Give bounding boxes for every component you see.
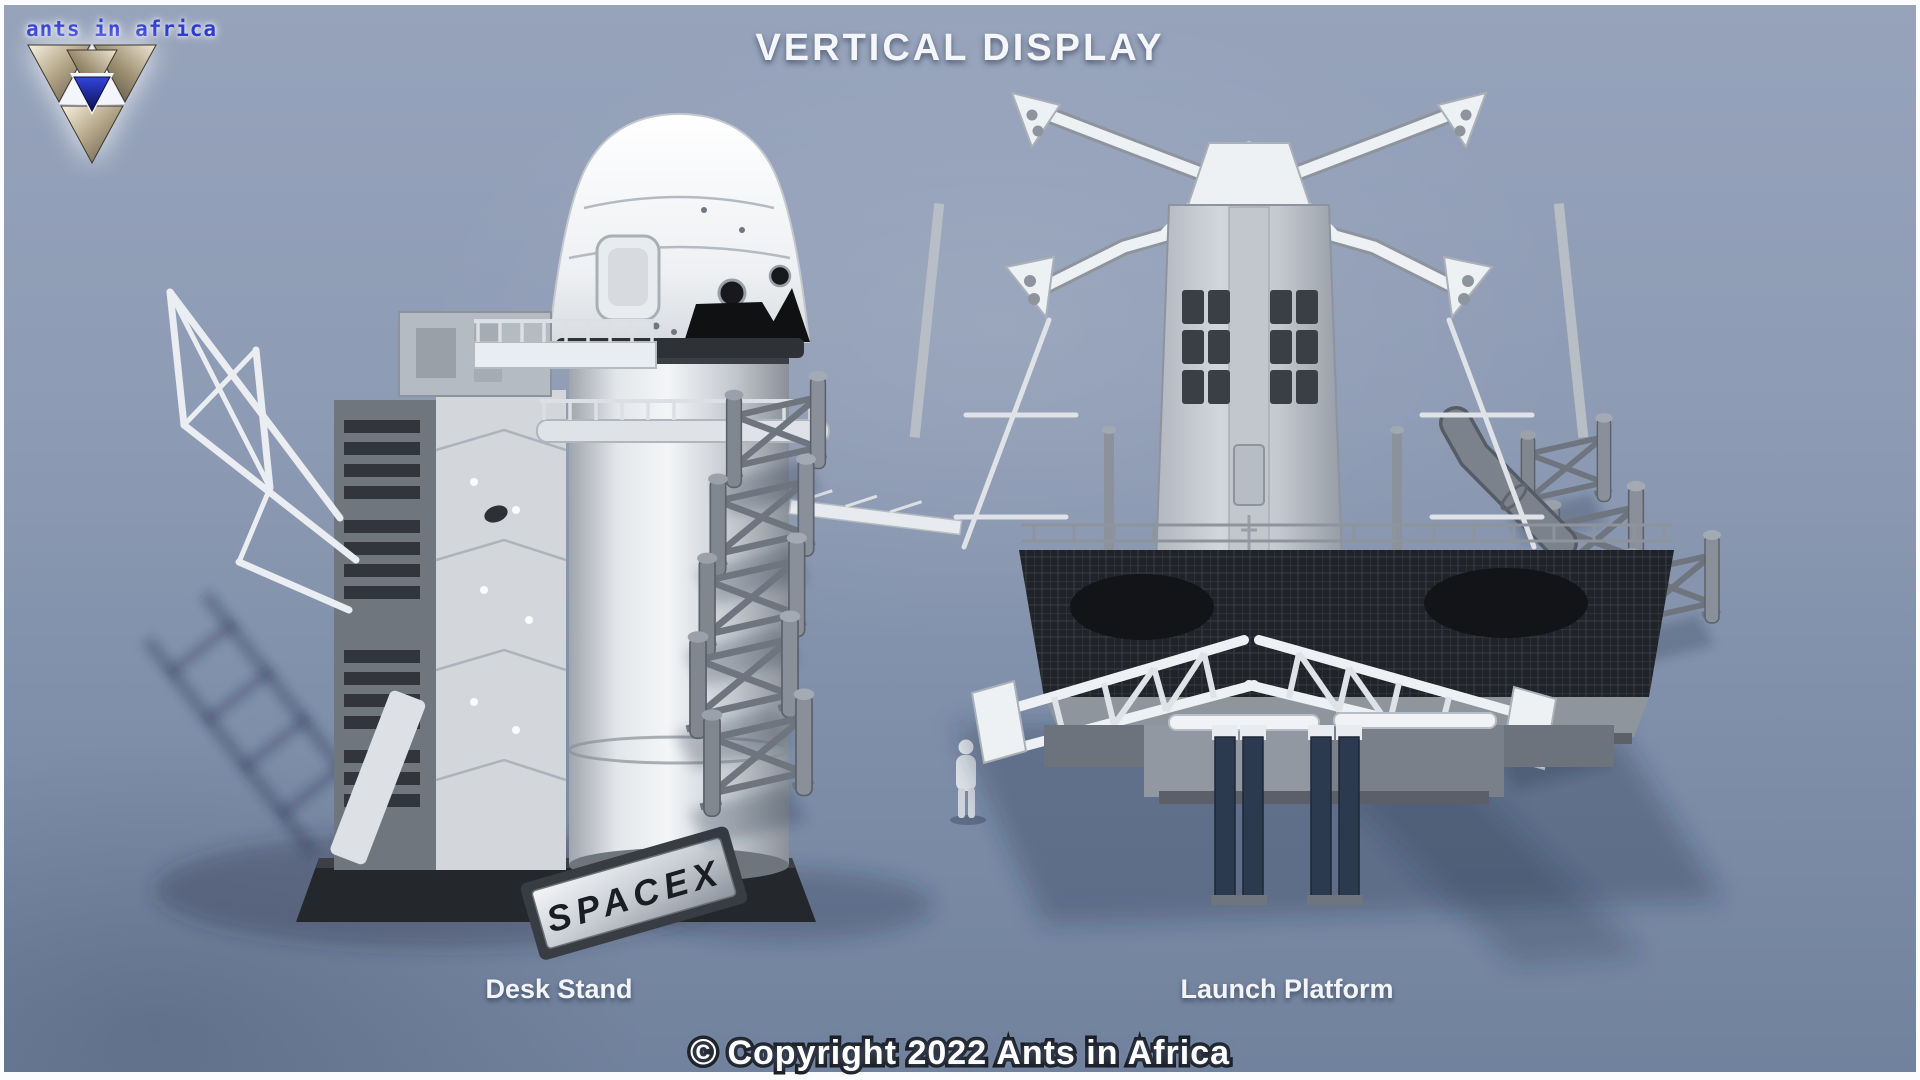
launch-platform-render (714, 91, 1724, 965)
brand-name: ants in africa (26, 17, 218, 41)
copyright-line: ©Copyright 2022 Ants in Africa (687, 1028, 1233, 1076)
stand-tower (330, 311, 567, 870)
scene-background: ants in africa (4, 5, 1916, 1076)
platform-base (1044, 712, 1614, 905)
page-title: VERTICAL DISPLAY (755, 27, 1165, 69)
antenna-truss-arms (166, 288, 360, 614)
brand-logo: ants in africa (26, 17, 218, 165)
triangle-logo-icon (27, 44, 157, 165)
copyright-text: Copyright 2022 Ants in Africa (724, 1031, 1233, 1076)
launch-platform-label: Launch Platform (1180, 974, 1394, 1004)
side-rails (953, 317, 1545, 550)
desk-stand-label: Desk Stand (485, 974, 633, 1004)
dragon-capsule (547, 112, 811, 358)
hold-down-pillars (1211, 725, 1363, 905)
leaning-panel (330, 690, 426, 865)
capsule-opening (762, 288, 810, 342)
capsule-window (768, 264, 792, 288)
capsule-opening (684, 302, 786, 342)
copyright-icon: © (687, 1028, 720, 1076)
scale-human-figure (950, 739, 986, 825)
